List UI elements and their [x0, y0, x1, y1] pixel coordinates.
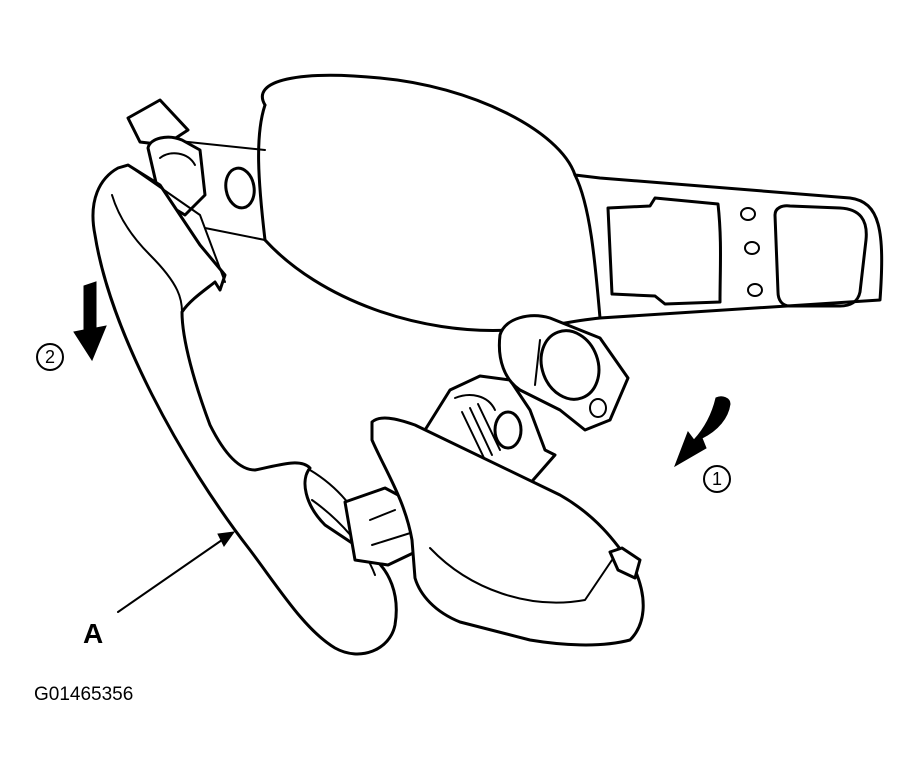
arrow-step-1 — [674, 396, 731, 468]
figure-id-label: G01465356 — [34, 684, 133, 705]
part-a-label: A — [83, 618, 103, 649]
handle-bezel — [370, 416, 645, 647]
leader-line-a — [117, 531, 236, 613]
lock-cylinder — [497, 314, 630, 432]
door-panel-outline — [149, 73, 884, 332]
step-2-number: 2 — [45, 347, 55, 367]
step-1-marker: 1 — [703, 465, 731, 493]
step-1-number: 1 — [712, 469, 722, 489]
arrow-step-2 — [73, 281, 107, 362]
outer-door-handle — [91, 163, 398, 656]
step-2-marker: 2 — [36, 343, 64, 371]
